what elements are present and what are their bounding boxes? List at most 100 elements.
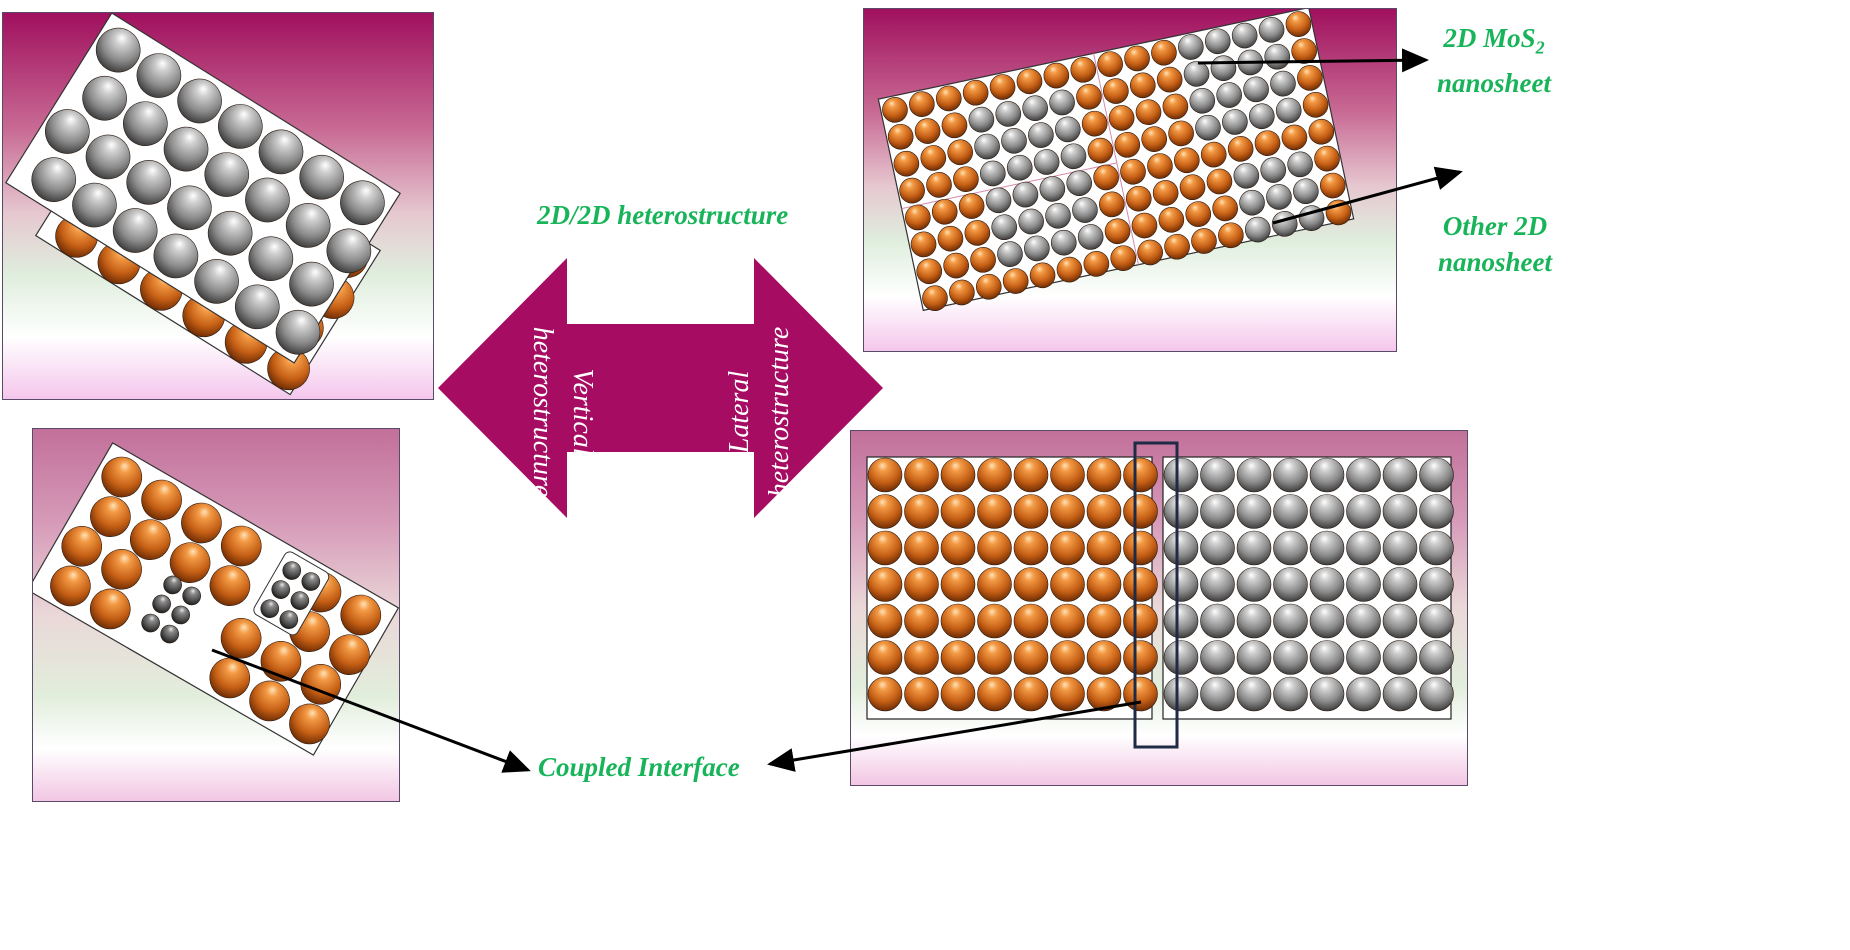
grey-atom — [1382, 494, 1418, 529]
grey-atom — [1033, 149, 1060, 175]
grey-atom — [1163, 457, 1199, 493]
grey-atom — [31, 157, 77, 202]
orange-atom — [1043, 62, 1070, 89]
grey-atom — [1028, 122, 1054, 148]
grey-atom — [1050, 229, 1077, 256]
orange-atom — [910, 231, 937, 258]
grey-atom — [1346, 603, 1381, 639]
orange-atom — [1002, 268, 1029, 294]
vertical-stack-illustration — [5, 13, 401, 396]
orange-atom — [1141, 126, 1168, 152]
orange-atom — [1200, 141, 1227, 168]
orange-atom — [1086, 567, 1122, 602]
orange-atom — [947, 139, 973, 166]
orange-atom — [975, 273, 1002, 300]
dark-atom — [141, 613, 160, 633]
orange-atom — [1218, 222, 1244, 249]
orange-atom — [882, 97, 908, 123]
grey-atom — [1273, 640, 1308, 675]
orange-atom — [1099, 191, 1125, 218]
grey-atom — [1243, 76, 1269, 103]
orange-atom — [1097, 51, 1123, 77]
orange-atom — [867, 457, 903, 493]
grey-atom — [258, 129, 304, 175]
grey-atom — [1200, 530, 1235, 566]
grey-atom — [126, 160, 172, 205]
orange-atom — [1123, 567, 1158, 602]
grey-atom — [275, 309, 321, 355]
grey-atom — [1275, 97, 1302, 124]
grey-atom — [1419, 603, 1454, 639]
orange-atom — [1120, 158, 1146, 185]
grey-atom — [285, 203, 331, 248]
grey-atom — [1189, 87, 1216, 114]
grey-atom — [1309, 603, 1345, 639]
orange-atom — [1013, 676, 1049, 712]
mos2-label-line1: 2D MoS — [1443, 23, 1536, 53]
grey-atom — [1204, 28, 1231, 55]
orange-atom — [1050, 676, 1085, 712]
lateral-mosaic-panel — [863, 8, 1397, 352]
lateral-heterostructure-label: Lateral heterostructure — [720, 312, 800, 512]
orange-atom — [1302, 92, 1329, 118]
interface-highlight-box — [1133, 441, 1179, 749]
grey-atom — [1273, 676, 1308, 712]
grey-atom — [1066, 170, 1093, 196]
orange-atom — [1104, 218, 1131, 245]
orange-atom — [904, 530, 939, 566]
lateral-mosaic-illustration — [877, 9, 1355, 312]
orange-atom — [867, 530, 903, 566]
grey-atom — [1231, 22, 1258, 49]
dark-atom — [182, 586, 201, 606]
grey-atom — [1273, 494, 1308, 529]
orange-atom — [899, 177, 925, 204]
orange-atom — [1168, 120, 1194, 147]
grey-atom — [1236, 676, 1272, 712]
orange-atom — [1123, 457, 1158, 493]
orange-atom — [1137, 239, 1163, 266]
orange-atom — [977, 676, 1012, 712]
orange-atom — [977, 530, 1012, 566]
grey-atom — [1236, 530, 1272, 566]
orange-atom — [1308, 118, 1335, 145]
grey-atom — [1419, 567, 1454, 602]
orange-atom — [1164, 233, 1190, 260]
orange-atom — [1050, 494, 1085, 529]
grey-atom — [1239, 189, 1265, 216]
orange-atom — [1013, 494, 1049, 529]
orange-atom — [940, 494, 976, 529]
orange-atom — [1125, 185, 1152, 212]
grey-atom — [1309, 530, 1345, 566]
orange-atom — [1114, 132, 1141, 158]
orange-atom — [181, 502, 222, 544]
grey-atom — [326, 228, 372, 274]
mos2-label-line2: nanosheet — [1436, 68, 1552, 99]
orange-atom — [89, 588, 131, 630]
orange-atom — [1070, 57, 1097, 83]
grey-atom — [1200, 603, 1235, 639]
orange-atom — [977, 603, 1012, 639]
orange-atom — [953, 166, 979, 192]
orange-atom — [1086, 640, 1122, 675]
orange-atom — [940, 603, 976, 639]
orange-atom — [1212, 195, 1238, 222]
orange-atom — [1016, 68, 1043, 95]
grey-atom — [85, 134, 131, 180]
orange-atom — [977, 494, 1012, 529]
grey-atom — [1018, 208, 1044, 235]
orange-atom — [905, 204, 931, 231]
grey-atom — [1273, 457, 1308, 493]
orange-atom — [340, 594, 382, 636]
grey-atom — [1419, 640, 1454, 675]
orange-atom — [1013, 530, 1049, 566]
grey-atom — [1049, 89, 1075, 116]
orange-atom — [1013, 640, 1049, 675]
grey-atom — [1006, 154, 1033, 181]
grey-atom — [1382, 530, 1418, 566]
orange-atom — [943, 252, 969, 279]
grey-atom — [163, 126, 209, 172]
orange-atom — [1131, 212, 1158, 239]
orange-atom — [101, 549, 142, 590]
grey-atom — [136, 53, 182, 98]
grey-atom — [1273, 603, 1308, 639]
